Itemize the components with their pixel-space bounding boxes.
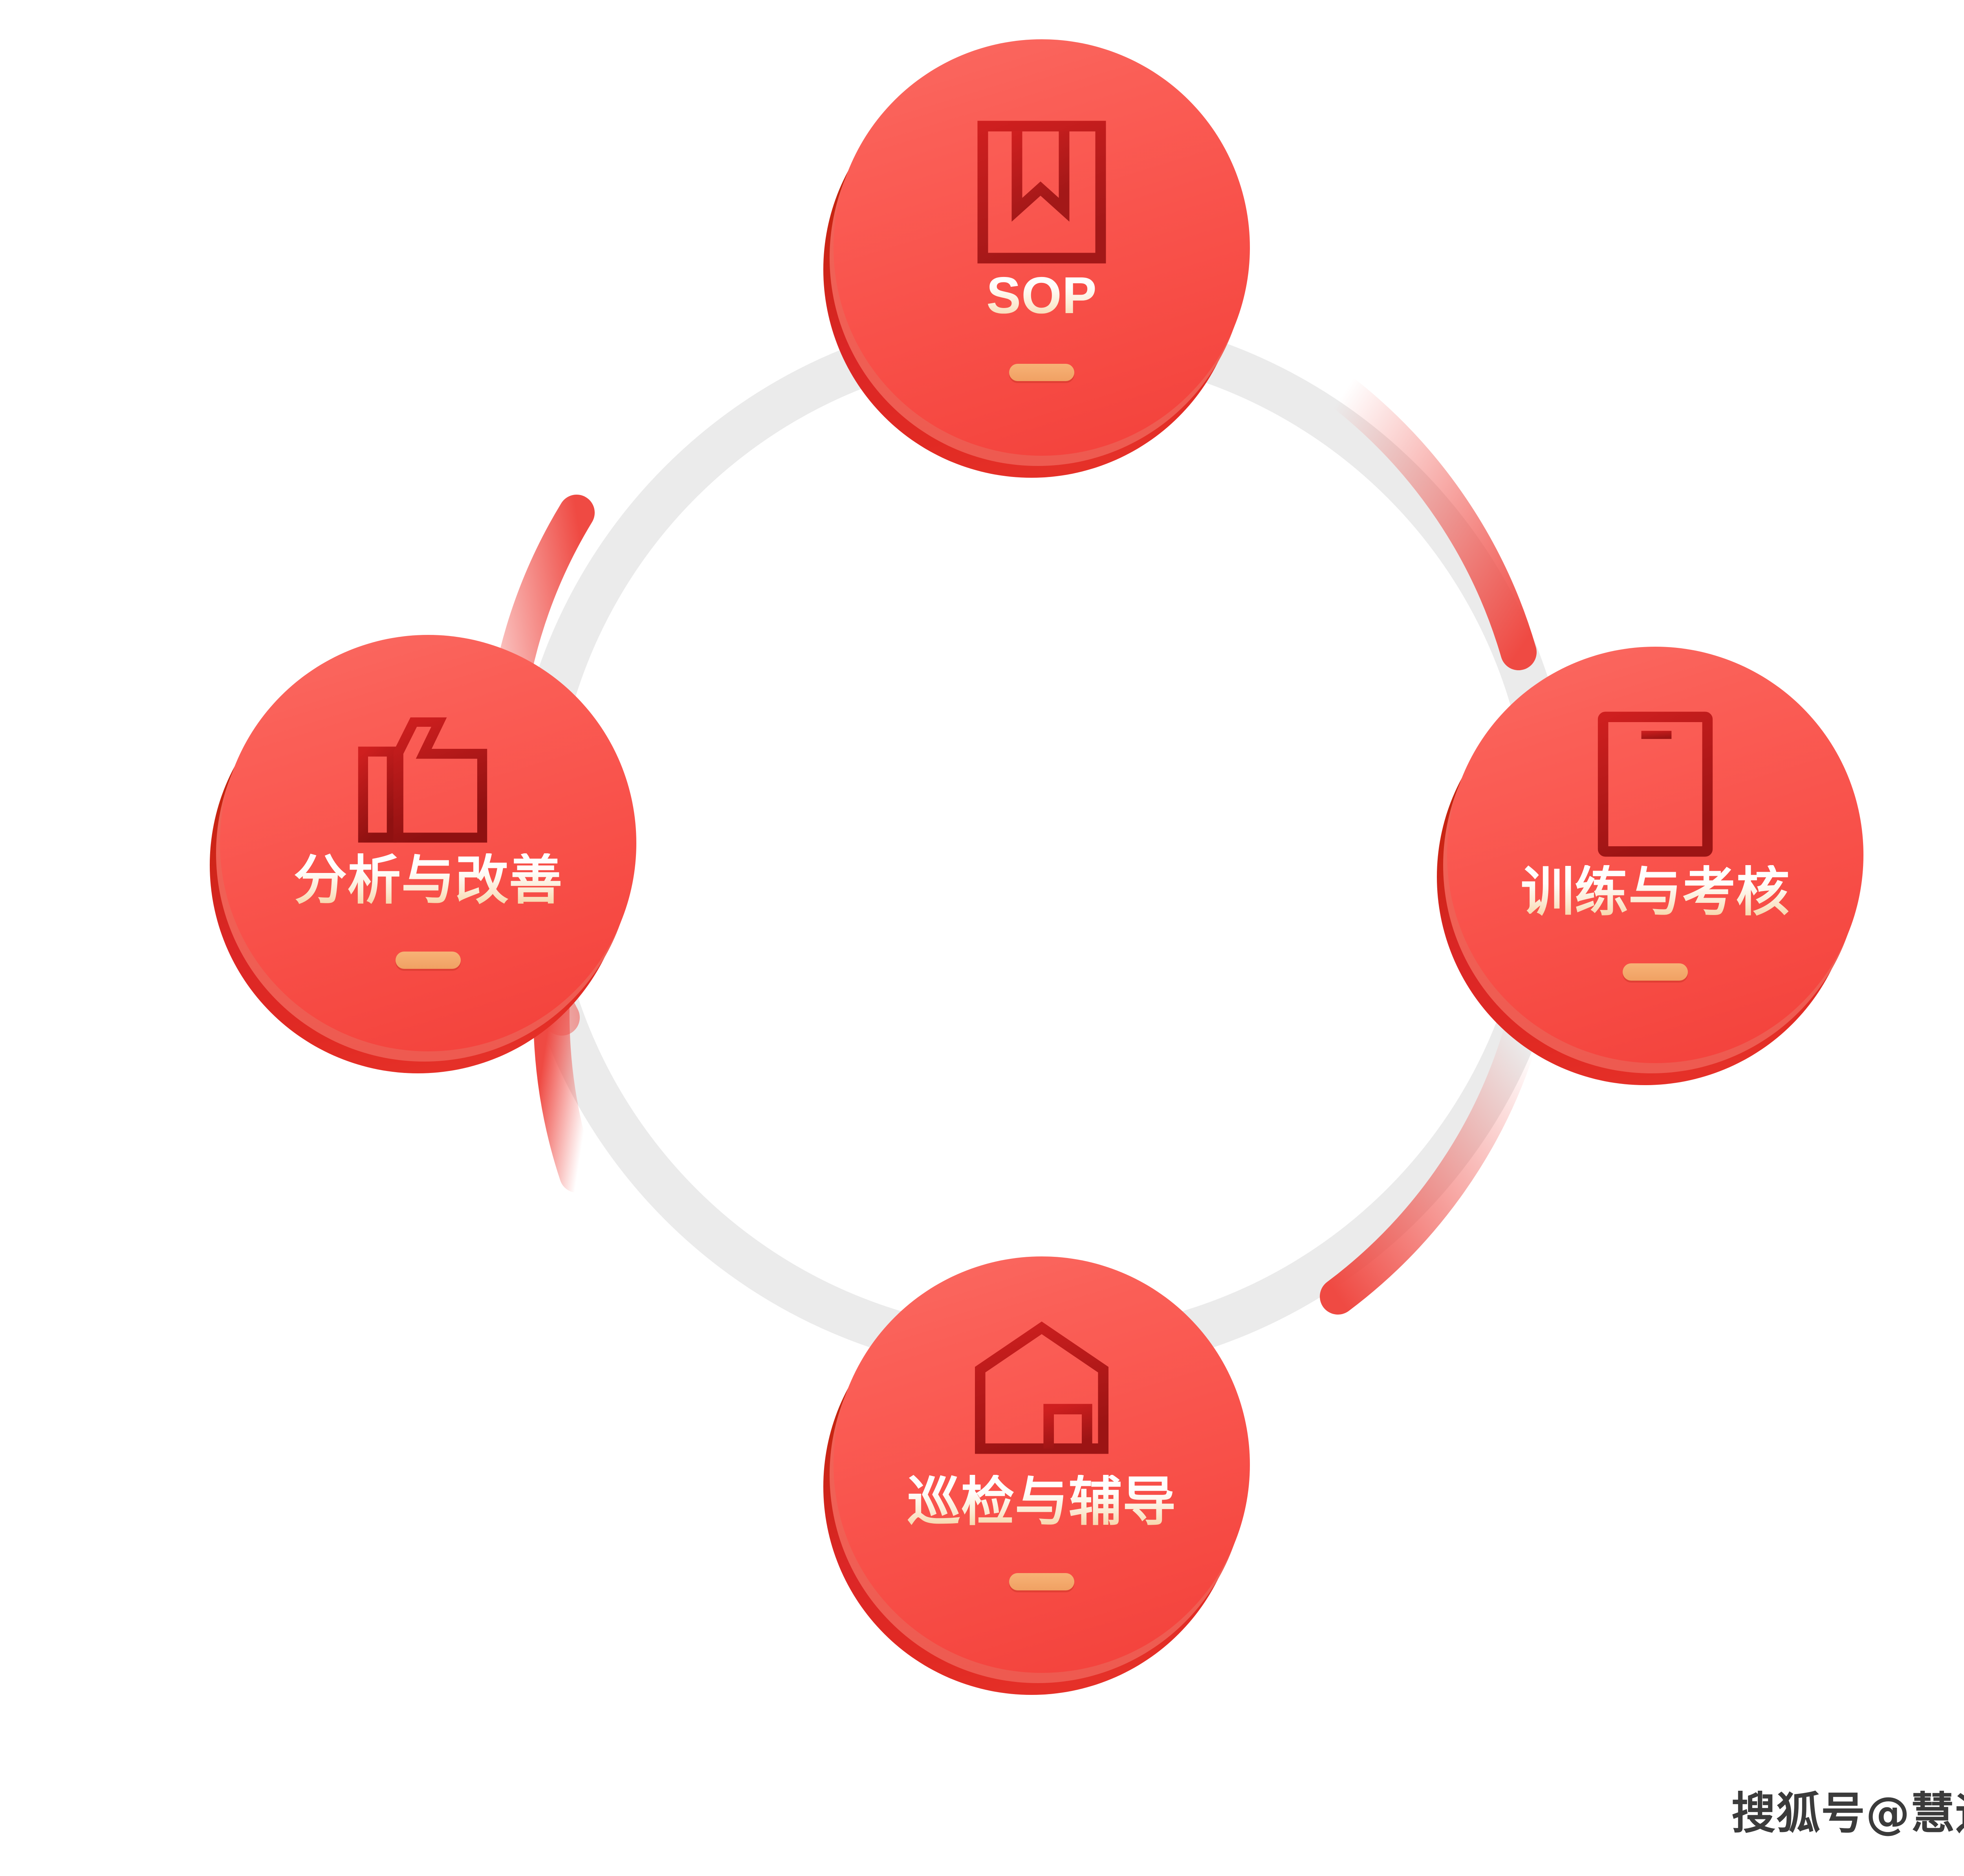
tablet-device-icon <box>1597 711 1713 859</box>
ring-arc-bottom-right <box>1320 1019 1538 1315</box>
node-label-training: 训练与考核 <box>1447 865 1863 919</box>
node-underline-dash <box>1009 364 1074 381</box>
node-coin-face <box>834 39 1250 456</box>
cycle-node-training[interactable]: 训练与考核 <box>1437 647 1863 1085</box>
node-underline-dash <box>1623 963 1688 981</box>
cycle-node-analysis[interactable]: 分析与改善 <box>210 635 636 1073</box>
node-underline-dash <box>396 952 461 969</box>
thumbs-up-icon <box>357 717 499 845</box>
node-coin-face <box>220 635 636 1051</box>
cycle-node-patrol[interactable]: 巡检与辅导 <box>823 1256 1250 1695</box>
node-label-analysis: 分析与改善 <box>220 853 636 907</box>
watermark-text: 搜狐号@慧运营 <box>1731 1788 1964 1839</box>
book-bookmark-icon <box>977 120 1107 266</box>
ring-arc-top-right <box>1325 375 1537 670</box>
node-label-sop: SOP <box>834 270 1250 321</box>
cycle-node-sop[interactable]: SOP <box>823 39 1250 478</box>
node-underline-dash <box>1009 1573 1074 1590</box>
ring-track <box>509 310 1574 1376</box>
house-icon <box>973 1321 1110 1456</box>
ring-arc-bottom-left <box>533 988 595 1193</box>
node-label-patrol: 巡检与辅导 <box>834 1475 1250 1528</box>
